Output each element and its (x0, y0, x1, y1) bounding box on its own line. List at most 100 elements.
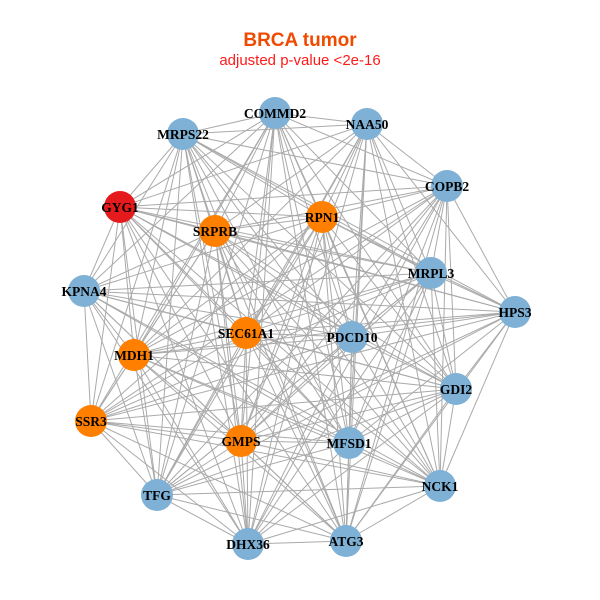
edge-naa50-tfg (156, 123, 368, 496)
node-rpn1: RPN1 (305, 201, 339, 233)
edge-srprb-nck1 (214, 230, 441, 487)
node-circle (330, 525, 362, 557)
edge-nck1-atg3 (345, 485, 441, 542)
edge-gdi2-atg3 (345, 388, 457, 542)
node-mdh1: MDH1 (114, 339, 154, 371)
node-circle (440, 373, 472, 405)
edge-srprb-hps3 (214, 230, 516, 313)
node-circle (104, 191, 136, 223)
edge-gyg1-mrpl3 (119, 206, 432, 274)
node-circle (230, 317, 262, 349)
node-dhx36: DHX36 (226, 528, 270, 560)
edge-kpna4-pdcd10 (83, 290, 353, 338)
edge-commd2-ssr3 (90, 112, 276, 422)
node-label: HPS3 (498, 305, 531, 320)
node-ssr3: SSR3 (75, 405, 107, 437)
node-label: DHX36 (226, 537, 270, 552)
node-label: GMPS (222, 434, 261, 449)
edge-naa50-rpn1 (321, 123, 368, 218)
edge-rpn1-atg3 (321, 216, 347, 542)
edge-nck1-tfg (156, 485, 441, 496)
node-circle (118, 339, 150, 371)
node-circle (259, 97, 291, 129)
figure-subtitle: adjusted p-value <2e-16 (219, 52, 381, 69)
edge-commd2-mfsd1 (274, 112, 350, 444)
edge-sec61a1-nck1 (245, 332, 441, 487)
edge-nck1-dhx36 (247, 485, 441, 545)
edge-rpn1-gdi2 (321, 216, 457, 390)
node-circle (424, 470, 456, 502)
edge-gdi2-nck1 (439, 388, 457, 487)
edge-naa50-copb2 (366, 123, 448, 187)
edge-srprb-sec61a1 (214, 230, 247, 334)
node-kpna4: KPNA4 (62, 275, 107, 307)
edge-ssr3-tfg (90, 420, 158, 496)
node-copb2: COPB2 (425, 170, 469, 202)
edge-gmps-tfg (156, 440, 242, 496)
edge-mrps22-ssr3 (90, 133, 184, 422)
node-gdi2: GDI2 (440, 373, 473, 405)
edge-mdh1-mfsd1 (133, 354, 350, 444)
edge-rpn1-gmps (240, 216, 323, 442)
edge-rpn1-kpna4 (83, 216, 323, 292)
node-pdcd10: PDCD10 (327, 321, 378, 353)
edge-srprb-pdcd10 (214, 230, 353, 338)
node-label: GDI2 (440, 382, 473, 397)
node-label: GYG1 (101, 200, 139, 215)
edge-gyg1-mdh1 (119, 206, 135, 356)
node-srprb: SRPRB (193, 215, 237, 247)
node-label: MFSD1 (327, 436, 372, 451)
edge-rpn1-mdh1 (133, 216, 323, 356)
edge-mfsd1-atg3 (345, 442, 350, 542)
edge-mdh1-gmps (133, 354, 242, 442)
edge-gdi2-gmps (240, 388, 457, 442)
node-mrps22: MRPS22 (157, 118, 209, 150)
edge-tfg-dhx36 (156, 494, 249, 545)
edge-srprb-tfg (156, 230, 216, 496)
node-circle (351, 108, 383, 140)
edge-mrps22-nck1 (182, 133, 441, 487)
node-circle (75, 405, 107, 437)
node-label: MRPL3 (408, 266, 455, 281)
edge-mrps22-gyg1 (119, 133, 184, 208)
edge-copb2-sec61a1 (245, 185, 448, 334)
node-circle (499, 296, 531, 328)
node-hps3: HPS3 (498, 296, 532, 328)
edge-gdi2-ssr3 (90, 388, 457, 422)
edge-ssr3-dhx36 (90, 420, 249, 545)
node-label: SSR3 (75, 414, 107, 429)
edge-kpna4-mfsd1 (83, 290, 350, 444)
edge-srprb-mrpl3 (214, 230, 432, 274)
edge-mrps22-hps3 (182, 133, 516, 313)
edge-mrpl3-kpna4 (83, 272, 432, 292)
node-circle (431, 170, 463, 202)
edge-copb2-rpn1 (321, 185, 448, 218)
edge-rpn1-sec61a1 (245, 216, 323, 334)
edge-commd2-copb2 (274, 112, 448, 187)
edge-gyg1-rpn1 (119, 206, 323, 218)
edge-gmps-mfsd1 (240, 440, 350, 444)
node-gmps: GMPS (222, 425, 261, 457)
node-circle (415, 257, 447, 289)
edge-copb2-atg3 (345, 185, 448, 542)
edge-hps3-nck1 (439, 311, 516, 487)
edge-gyg1-pdcd10 (119, 206, 353, 338)
edge-mrps22-copb2 (182, 133, 448, 187)
edge-commd2-dhx36 (247, 112, 276, 545)
edge-hps3-gmps (240, 311, 516, 442)
edge-mrpl3-ssr3 (90, 272, 432, 422)
edge-rpn1-ssr3 (90, 216, 323, 422)
edge-kpna4-tfg (83, 290, 158, 496)
node-circle (336, 321, 368, 353)
node-label: SRPRB (193, 224, 237, 239)
edge-mfsd1-tfg (156, 442, 350, 496)
edge-pdcd10-tfg (156, 336, 353, 496)
node-commd2: COMMD2 (244, 97, 306, 129)
edge-gyg1-gmps (119, 206, 242, 442)
edge-atg3-dhx36 (247, 540, 347, 545)
edge-mrpl3-mdh1 (133, 272, 432, 356)
edge-srprb-gmps (214, 230, 242, 442)
node-naa50: NAA50 (346, 108, 389, 140)
